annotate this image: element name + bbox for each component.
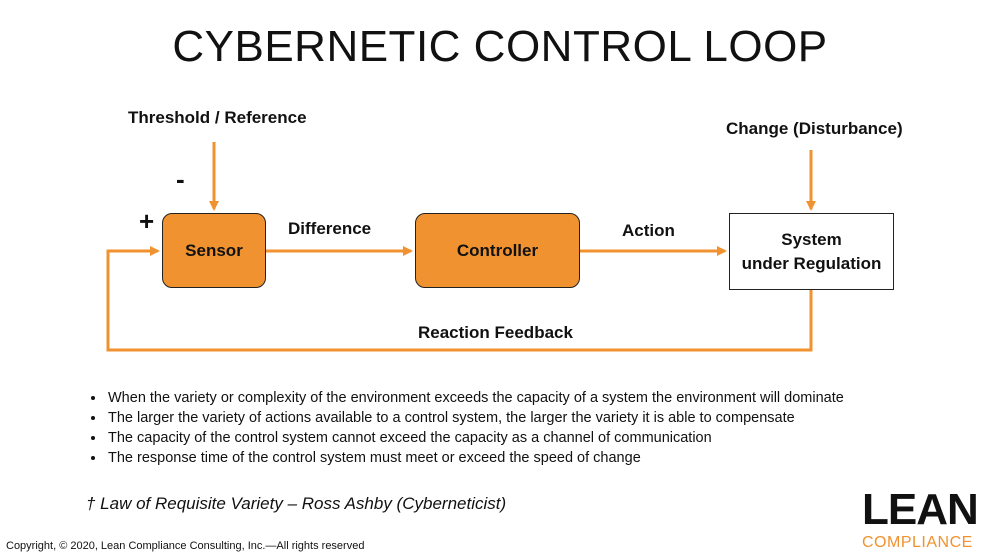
list-item: The larger the variety of actions availa…	[106, 408, 844, 428]
difference-label: Difference	[288, 219, 372, 238]
lean-compliance-logo: LEAN COMPLIANCE	[862, 488, 982, 552]
action-label: Action	[622, 221, 675, 240]
logo-top-text: LEAN	[862, 485, 979, 534]
plus-sign: +	[139, 206, 155, 236]
threshold-label: Threshold / Reference	[128, 108, 307, 127]
system-label-line1: System	[781, 229, 842, 249]
list-item: When the variety or complexity of the en…	[106, 388, 844, 408]
copyright-text: Copyright, © 2020, Lean Compliance Consu…	[6, 540, 365, 552]
controller-block: Controller	[415, 213, 580, 288]
system-label-line2: under Regulation	[741, 253, 882, 273]
principles-list: When the variety or complexity of the en…	[80, 388, 844, 468]
list-item: The capacity of the control system canno…	[106, 428, 844, 448]
system-block: System under Regulation	[729, 213, 894, 290]
list-item: The response time of the control system …	[106, 448, 844, 468]
feedback-arrow	[106, 246, 813, 352]
logo-bottom-text: COMPLIANCE	[862, 534, 973, 551]
sensor-label: Sensor	[185, 240, 243, 260]
page-title: CYBERNETIC CONTROL LOOP	[172, 22, 828, 71]
feedback-label: Reaction Feedback	[418, 323, 573, 342]
sensor-block: Sensor	[162, 213, 266, 288]
disturbance-label: Change (Disturbance)	[726, 119, 903, 138]
requisite-variety-note: † Law of Requisite Variety – Ross Ashby …	[86, 494, 507, 513]
minus-sign: -	[176, 164, 185, 194]
controller-label: Controller	[456, 240, 539, 260]
